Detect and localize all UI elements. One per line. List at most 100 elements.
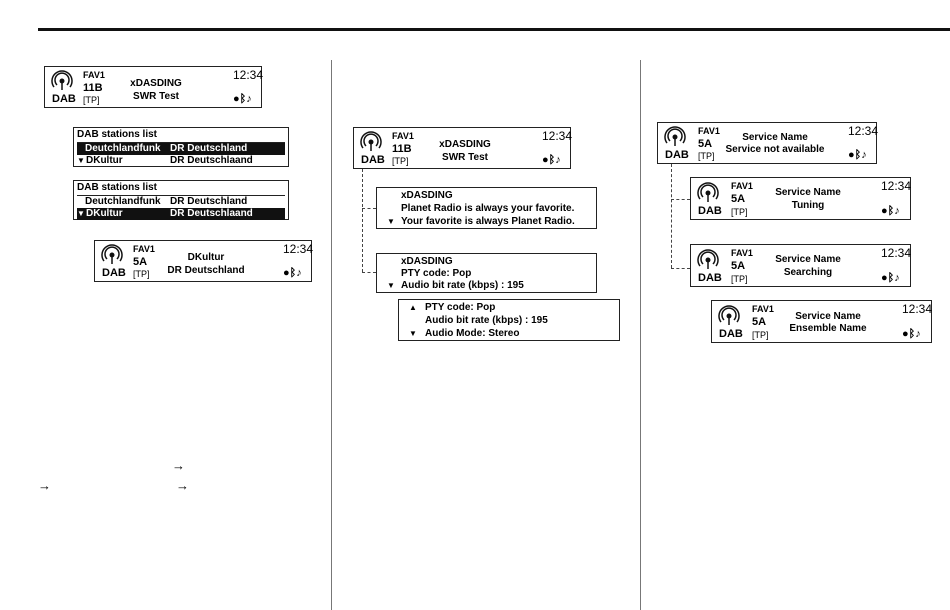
status-icons: ●ᛒ♪ bbox=[542, 154, 561, 166]
ensemble-name: DR Deutschlaand bbox=[170, 155, 253, 166]
status-icons: ●ᛒ♪ bbox=[283, 267, 302, 279]
music-note-icon: ♪ bbox=[915, 328, 921, 340]
fav-label: FAV1 bbox=[731, 248, 753, 258]
radio-display-ensemble: DAB FAV1 5A [TP] Service Name Ensemble N… bbox=[711, 300, 932, 343]
station-name: Deutchlandfunk bbox=[85, 196, 161, 207]
tp-label: [TP] bbox=[731, 207, 748, 217]
tp-label: [TP] bbox=[83, 95, 100, 105]
dab-label: DAB bbox=[719, 328, 743, 340]
info-line: xDASDING bbox=[401, 190, 453, 201]
dab-antenna-icon bbox=[360, 131, 382, 151]
radio-display-main: DAB FAV1 11B [TP] xDASDING SWR Test 12:3… bbox=[44, 66, 264, 108]
connector-line bbox=[362, 208, 376, 209]
right-arrow-icon: → bbox=[176, 478, 189, 493]
music-note-icon: ♪ bbox=[246, 93, 252, 105]
channel-label: 11B bbox=[392, 143, 412, 155]
bluetooth-icon: ᛒ bbox=[289, 267, 297, 279]
clock: 12:34 bbox=[902, 302, 933, 316]
status-icons: ●ᛒ♪ bbox=[881, 205, 900, 217]
list-item-selected[interactable]: ▼ DKultur DR Deutschlaand bbox=[77, 208, 285, 220]
column-divider bbox=[331, 60, 332, 610]
cd-icon: ● bbox=[902, 328, 909, 340]
list-item[interactable]: ▼ DKultur DR Deutschlaand bbox=[77, 155, 285, 167]
info-line: xDASDING bbox=[401, 256, 453, 267]
down-arrow-icon: ▼ bbox=[387, 217, 395, 226]
dab-label: DAB bbox=[698, 272, 722, 284]
info-panel-text: xDASDING Planet Radio is always your fav… bbox=[376, 187, 597, 229]
bluetooth-icon: ᛒ bbox=[887, 272, 895, 284]
fav-label: FAV1 bbox=[83, 70, 105, 80]
list-title: DAB stations list bbox=[77, 129, 158, 140]
service-status: Searching bbox=[783, 267, 833, 278]
service-name: Service Name bbox=[775, 254, 841, 265]
dab-antenna-icon bbox=[664, 126, 686, 146]
station-name: DKultur bbox=[86, 155, 123, 166]
channel-label: 5A bbox=[752, 316, 767, 328]
bluetooth-icon: ᛒ bbox=[548, 154, 556, 166]
info-panel-pty: xDASDING PTY code: Pop ▼ Audio bit rate … bbox=[376, 253, 597, 293]
cd-icon: ● bbox=[881, 272, 888, 284]
station-name: xDASDING bbox=[130, 78, 182, 89]
service-status: Tuning bbox=[791, 200, 825, 211]
info-line: Audio bit rate (kbps) : 195 bbox=[401, 280, 524, 291]
station-name: DKultur bbox=[86, 208, 123, 219]
music-note-icon: ♪ bbox=[894, 205, 900, 217]
station-name: xDASDING bbox=[439, 139, 491, 150]
clock: 12:34 bbox=[881, 179, 912, 193]
channel-label: 11B bbox=[83, 82, 103, 94]
connector-line bbox=[671, 268, 690, 269]
list-item[interactable]: Deutchlandfunk DR Deutschland bbox=[77, 196, 285, 208]
ensemble-name: Ensemble Name bbox=[789, 323, 867, 334]
cd-icon: ● bbox=[233, 93, 240, 105]
divider bbox=[77, 142, 285, 143]
column-divider bbox=[640, 60, 641, 610]
bluetooth-icon: ᛒ bbox=[239, 93, 247, 105]
list-title: DAB stations list bbox=[77, 182, 158, 193]
info-line: Planet Radio is always your favorite. bbox=[401, 203, 575, 214]
station-info: SWR Test bbox=[133, 91, 179, 102]
dab-label: DAB bbox=[698, 205, 722, 217]
bluetooth-icon: ᛒ bbox=[854, 149, 862, 161]
fav-label: FAV1 bbox=[731, 181, 753, 191]
dab-antenna-icon bbox=[718, 305, 740, 325]
tp-label: [TP] bbox=[133, 269, 150, 279]
ensemble-name: DR Deutschland bbox=[170, 196, 248, 207]
radio-display-searching: DAB FAV1 5A [TP] Service Name Searching … bbox=[690, 244, 911, 287]
top-rule bbox=[38, 28, 950, 31]
list-item-selected[interactable]: Deutchlandfunk DR Deutschland bbox=[77, 143, 285, 155]
info-line: Audio bit rate (kbps) : 195 bbox=[425, 315, 548, 326]
right-arrow-icon: → bbox=[38, 478, 51, 493]
info-line: Your favorite is always Planet Radio. bbox=[401, 216, 575, 227]
clock: 12:34 bbox=[233, 68, 264, 82]
dab-antenna-icon bbox=[697, 249, 719, 269]
fav-label: FAV1 bbox=[392, 131, 414, 141]
cd-icon: ● bbox=[542, 154, 549, 166]
radio-display-main: DAB FAV1 11B [TP] xDASDING SWR Test 12:3… bbox=[353, 127, 572, 169]
ensemble-name: DR Deutschlaand bbox=[170, 208, 253, 219]
station-name: DKultur bbox=[187, 252, 225, 263]
channel-label: 5A bbox=[133, 256, 148, 268]
channel-label: 5A bbox=[698, 138, 713, 150]
radio-display-tuning: DAB FAV1 5A [TP] Service Name Tuning 12:… bbox=[690, 177, 911, 220]
dab-label: DAB bbox=[52, 93, 76, 105]
dab-stations-list: DAB stations list Deutchlandfunk DR Deut… bbox=[73, 127, 289, 167]
cd-icon: ● bbox=[283, 267, 290, 279]
dab-antenna-icon bbox=[101, 244, 123, 264]
ensemble-name: DR Deutschland bbox=[170, 143, 248, 154]
cd-icon: ● bbox=[848, 149, 855, 161]
right-arrow-icon: → bbox=[172, 458, 185, 473]
info-panel-audio: ▲ PTY code: Pop Audio bit rate (kbps) : … bbox=[398, 299, 620, 341]
dab-antenna-icon bbox=[697, 182, 719, 202]
music-note-icon: ♪ bbox=[555, 154, 561, 166]
dab-label: DAB bbox=[361, 154, 385, 166]
down-arrow-icon: ▼ bbox=[77, 156, 85, 165]
status-icons: ●ᛒ♪ bbox=[233, 93, 252, 105]
info-line: Audio Mode: Stereo bbox=[425, 328, 520, 339]
connector-line bbox=[671, 164, 672, 268]
status-icons: ●ᛒ♪ bbox=[848, 149, 867, 161]
tp-label: [TP] bbox=[698, 151, 715, 161]
cd-icon: ● bbox=[881, 205, 888, 217]
service-name: Service Name bbox=[795, 311, 861, 322]
bluetooth-icon: ᛒ bbox=[887, 205, 895, 217]
station-name: Deutchlandfunk bbox=[85, 143, 161, 154]
